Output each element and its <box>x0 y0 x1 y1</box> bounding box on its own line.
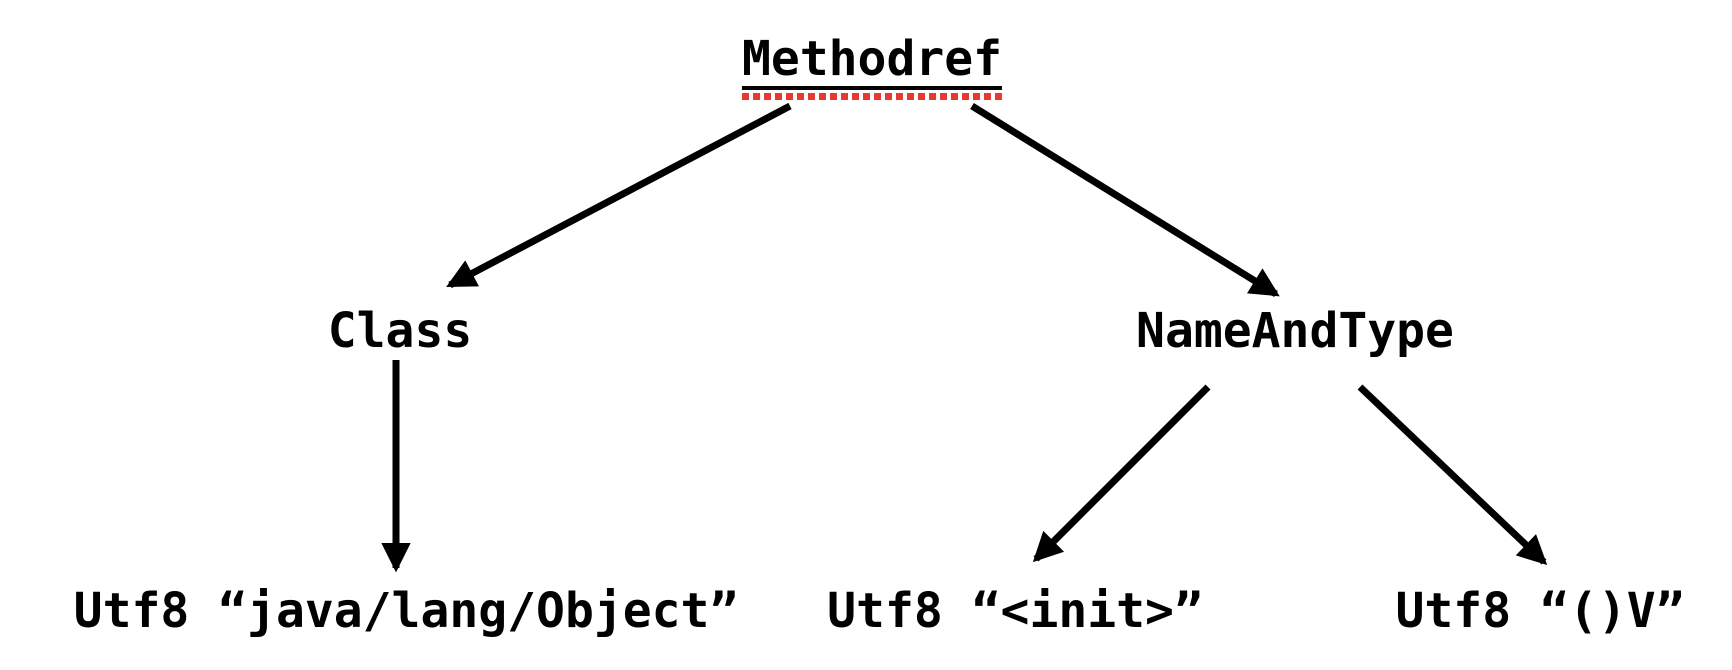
node-class-label: Class <box>327 303 473 359</box>
spellcheck-underline <box>741 93 1003 101</box>
edge-methodref-nameandtype-arrow <box>970 103 1280 297</box>
node-utf8-v: Utf8 “()V” <box>1396 586 1685 636</box>
node-methodref: Methodref <box>741 34 1003 101</box>
edge-nameandtype-utf8v-arrow <box>1357 384 1548 566</box>
node-utf8-v-label: Utf8 “()V” <box>1395 583 1685 639</box>
node-utf8-java-lang-object-label: Utf8 “java/lang/Object” <box>73 583 739 639</box>
node-utf8-java-lang-object: Utf8 “java/lang/Object” <box>74 586 739 636</box>
node-nameandtype: NameAndType <box>1136 306 1454 356</box>
edge-nameandtype-utf8init-arrow <box>1032 384 1211 563</box>
edge-methodref-class-arrow <box>446 102 792 289</box>
node-utf8-init-label: Utf8 “<init>” <box>827 583 1203 639</box>
node-utf8-init: Utf8 “<init>” <box>827 586 1203 636</box>
node-methodref-label: Methodref <box>741 34 1003 91</box>
node-nameandtype-label: NameAndType <box>1136 303 1454 359</box>
node-class: Class <box>328 306 473 356</box>
